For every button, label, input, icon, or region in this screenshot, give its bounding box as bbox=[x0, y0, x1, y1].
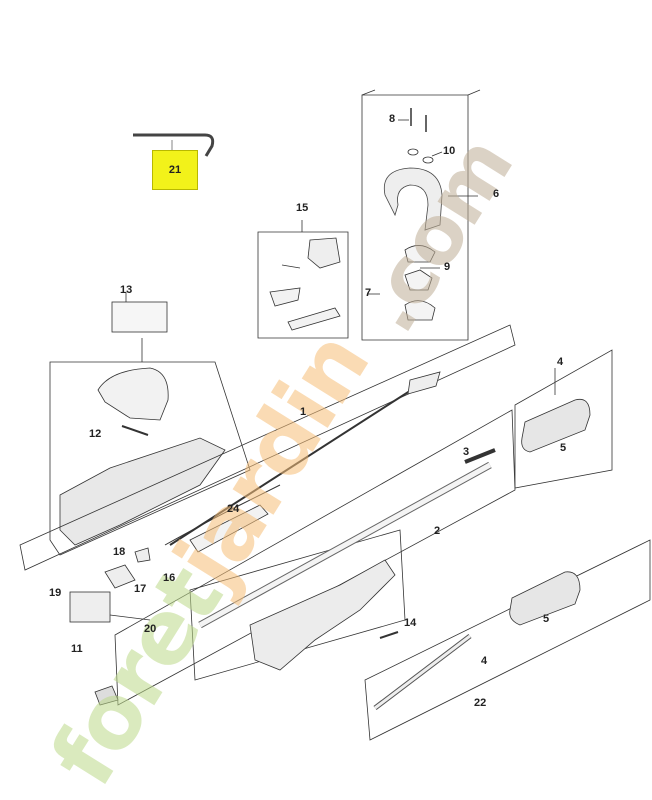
part-label-13[interactable]: 13 bbox=[120, 284, 133, 296]
part-label-7[interactable]: 7 bbox=[365, 287, 372, 299]
part-21-hose bbox=[133, 133, 215, 157]
part-label-15[interactable]: 15 bbox=[296, 202, 309, 214]
part-label-11[interactable]: 11 bbox=[71, 643, 83, 655]
part-label-3[interactable]: 3 bbox=[463, 446, 470, 458]
highlighted-part-21[interactable]: 21 bbox=[152, 150, 198, 190]
part-label-20[interactable]: 20 bbox=[144, 623, 157, 635]
part-label-16[interactable]: 16 bbox=[163, 572, 176, 584]
main-frame bbox=[19, 324, 516, 571]
part-label-1[interactable]: 1 bbox=[300, 406, 307, 418]
group-frame-6 bbox=[361, 94, 469, 341]
part-label-17[interactable]: 17 bbox=[134, 583, 147, 595]
group-frame-15 bbox=[257, 231, 349, 339]
part-label-5[interactable]: 5 bbox=[543, 613, 550, 625]
part-label-6[interactable]: 6 bbox=[493, 188, 500, 200]
part-label-24[interactable]: 24 bbox=[227, 503, 240, 515]
part-label-2[interactable]: 2 bbox=[434, 525, 441, 537]
part-label-18[interactable]: 18 bbox=[113, 546, 126, 558]
part-1-shaft bbox=[169, 377, 431, 546]
part-label-9[interactable]: 9 bbox=[444, 261, 451, 273]
part-label-5[interactable]: 5 bbox=[560, 442, 567, 454]
part-label-19[interactable]: 19 bbox=[49, 587, 62, 599]
part-label-8[interactable]: 8 bbox=[389, 113, 396, 125]
part-label-14[interactable]: 14 bbox=[404, 617, 417, 629]
part-label-22[interactable]: 22 bbox=[474, 697, 487, 709]
group-frame-11 bbox=[49, 361, 251, 556]
part-label-4[interactable]: 4 bbox=[557, 356, 564, 368]
part-label-4[interactable]: 4 bbox=[481, 655, 488, 667]
part-6-handle bbox=[383, 167, 443, 231]
part-label-12[interactable]: 12 bbox=[89, 428, 102, 440]
part-label-10[interactable]: 10 bbox=[443, 145, 456, 157]
